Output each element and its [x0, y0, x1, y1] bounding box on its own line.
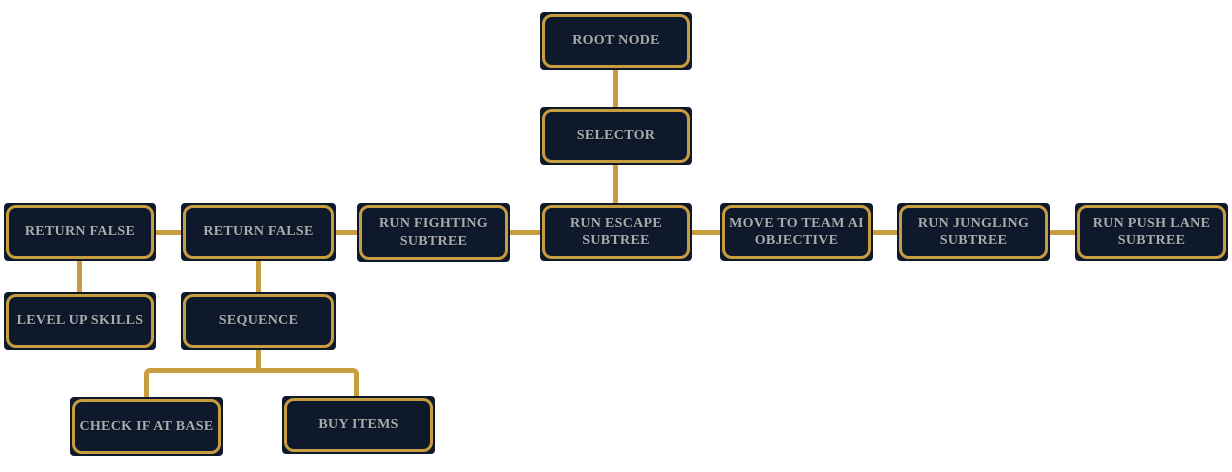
node-level-up-skills-label: LEVEL UP SKILLS: [16, 313, 144, 329]
connector-selector-to-run-escape: [613, 165, 618, 203]
connector-sequence-stem: [256, 350, 261, 371]
node-buy-items: BUY ITEMS: [282, 396, 435, 454]
node-return-false-2-label: RETURN FALSE: [203, 224, 314, 240]
node-run-escape-subtree: RUN ESCAPE SUBTREE: [540, 203, 692, 261]
node-return-false-1: RETURN FALSE: [4, 203, 156, 261]
node-root-label: ROOT NODE: [572, 33, 660, 49]
node-run-push-lane-subtree-label: RUN PUSH LANE SUBTREE: [1092, 215, 1211, 248]
node-run-fighting-subtree: RUN FIGHTING SUBTREE: [357, 203, 510, 262]
node-buy-items-label: BUY ITEMS: [318, 417, 399, 433]
node-root: ROOT NODE: [540, 12, 692, 70]
node-return-false-2: RETURN FALSE: [181, 203, 336, 261]
connector-move-to-team-to-run-jungling: [873, 230, 897, 235]
node-sequence-label: SEQUENCE: [218, 313, 299, 329]
node-run-jungling-subtree-label: RUN JUNGLING SUBTREE: [917, 215, 1030, 248]
connector-run-fighting-to-run-escape: [510, 230, 540, 235]
node-run-fighting-subtree-label: RUN FIGHTING SUBTREE: [379, 216, 488, 249]
node-run-escape-subtree-label: RUN ESCAPE SUBTREE: [569, 215, 663, 248]
connector-run-jungling-to-run-push-lane: [1050, 230, 1075, 235]
node-selector-label: SELECTOR: [576, 128, 656, 144]
connector-return-false-1-to-level-up: [77, 261, 82, 292]
connector-sequence-children-bracket: [144, 368, 359, 397]
node-return-false-1-label: RETURN FALSE: [24, 224, 136, 240]
connector-return-false-2-to-sequence: [256, 261, 261, 292]
node-check-if-at-base-label: CHECK IF AT BASE: [79, 418, 214, 434]
node-move-to-team-ai-objective-label: MOVE TO TEAM AI OBJECTIVE: [729, 215, 864, 248]
node-run-push-lane-subtree: RUN PUSH LANE SUBTREE: [1075, 203, 1228, 261]
node-sequence: SEQUENCE: [181, 292, 336, 350]
connector-run-escape-to-move-to-team: [692, 230, 720, 235]
connector-root-to-selector: [613, 70, 618, 107]
connector-return-false-2-to-run-fighting: [336, 230, 357, 235]
node-move-to-team-ai-objective: MOVE TO TEAM AI OBJECTIVE: [720, 203, 873, 261]
connector-return-false-1-to-return-false-2: [156, 230, 181, 235]
node-selector: SELECTOR: [540, 107, 692, 165]
node-check-if-at-base: CHECK IF AT BASE: [70, 397, 223, 456]
node-level-up-skills: LEVEL UP SKILLS: [4, 292, 156, 350]
node-run-jungling-subtree: RUN JUNGLING SUBTREE: [897, 203, 1050, 261]
